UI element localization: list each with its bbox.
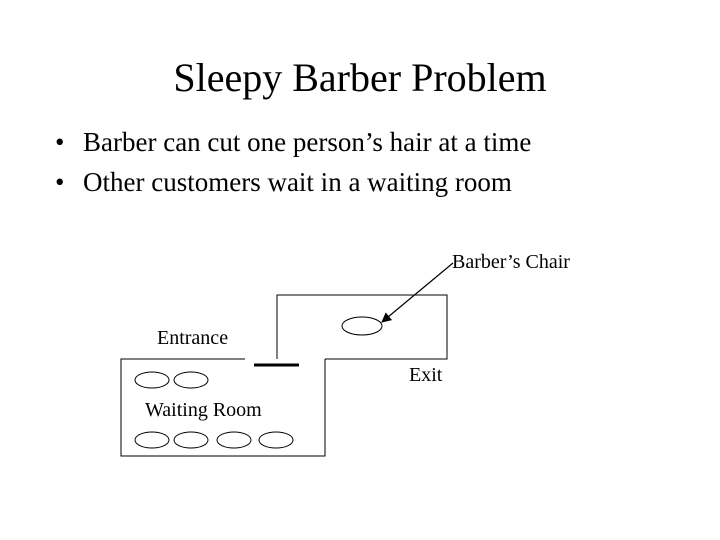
waiting-chair — [173, 431, 209, 449]
waiting-chair — [216, 431, 252, 449]
waiting-room-label: Waiting Room — [145, 399, 262, 421]
waiting-chair — [258, 431, 294, 449]
bullet-item: Other customers wait in a waiting room — [55, 162, 531, 202]
barbers-chair-label: Barber’s Chair — [452, 251, 570, 273]
chair-pointer-arrow — [381, 262, 454, 323]
waiting-room-wall — [120, 358, 326, 457]
entrance-label: Entrance — [157, 327, 228, 349]
exit-label: Exit — [409, 364, 443, 386]
barber-chair — [341, 316, 383, 336]
waiting-chair — [173, 371, 209, 389]
waiting-chair — [134, 371, 170, 389]
bullet-item: Barber can cut one person’s hair at a ti… — [55, 122, 531, 162]
bullet-list: Barber can cut one person’s hair at a ti… — [55, 122, 531, 202]
slide-title: Sleepy Barber Problem — [173, 55, 547, 100]
barber-room-wall — [276, 294, 448, 360]
waiting-chair — [134, 431, 170, 449]
